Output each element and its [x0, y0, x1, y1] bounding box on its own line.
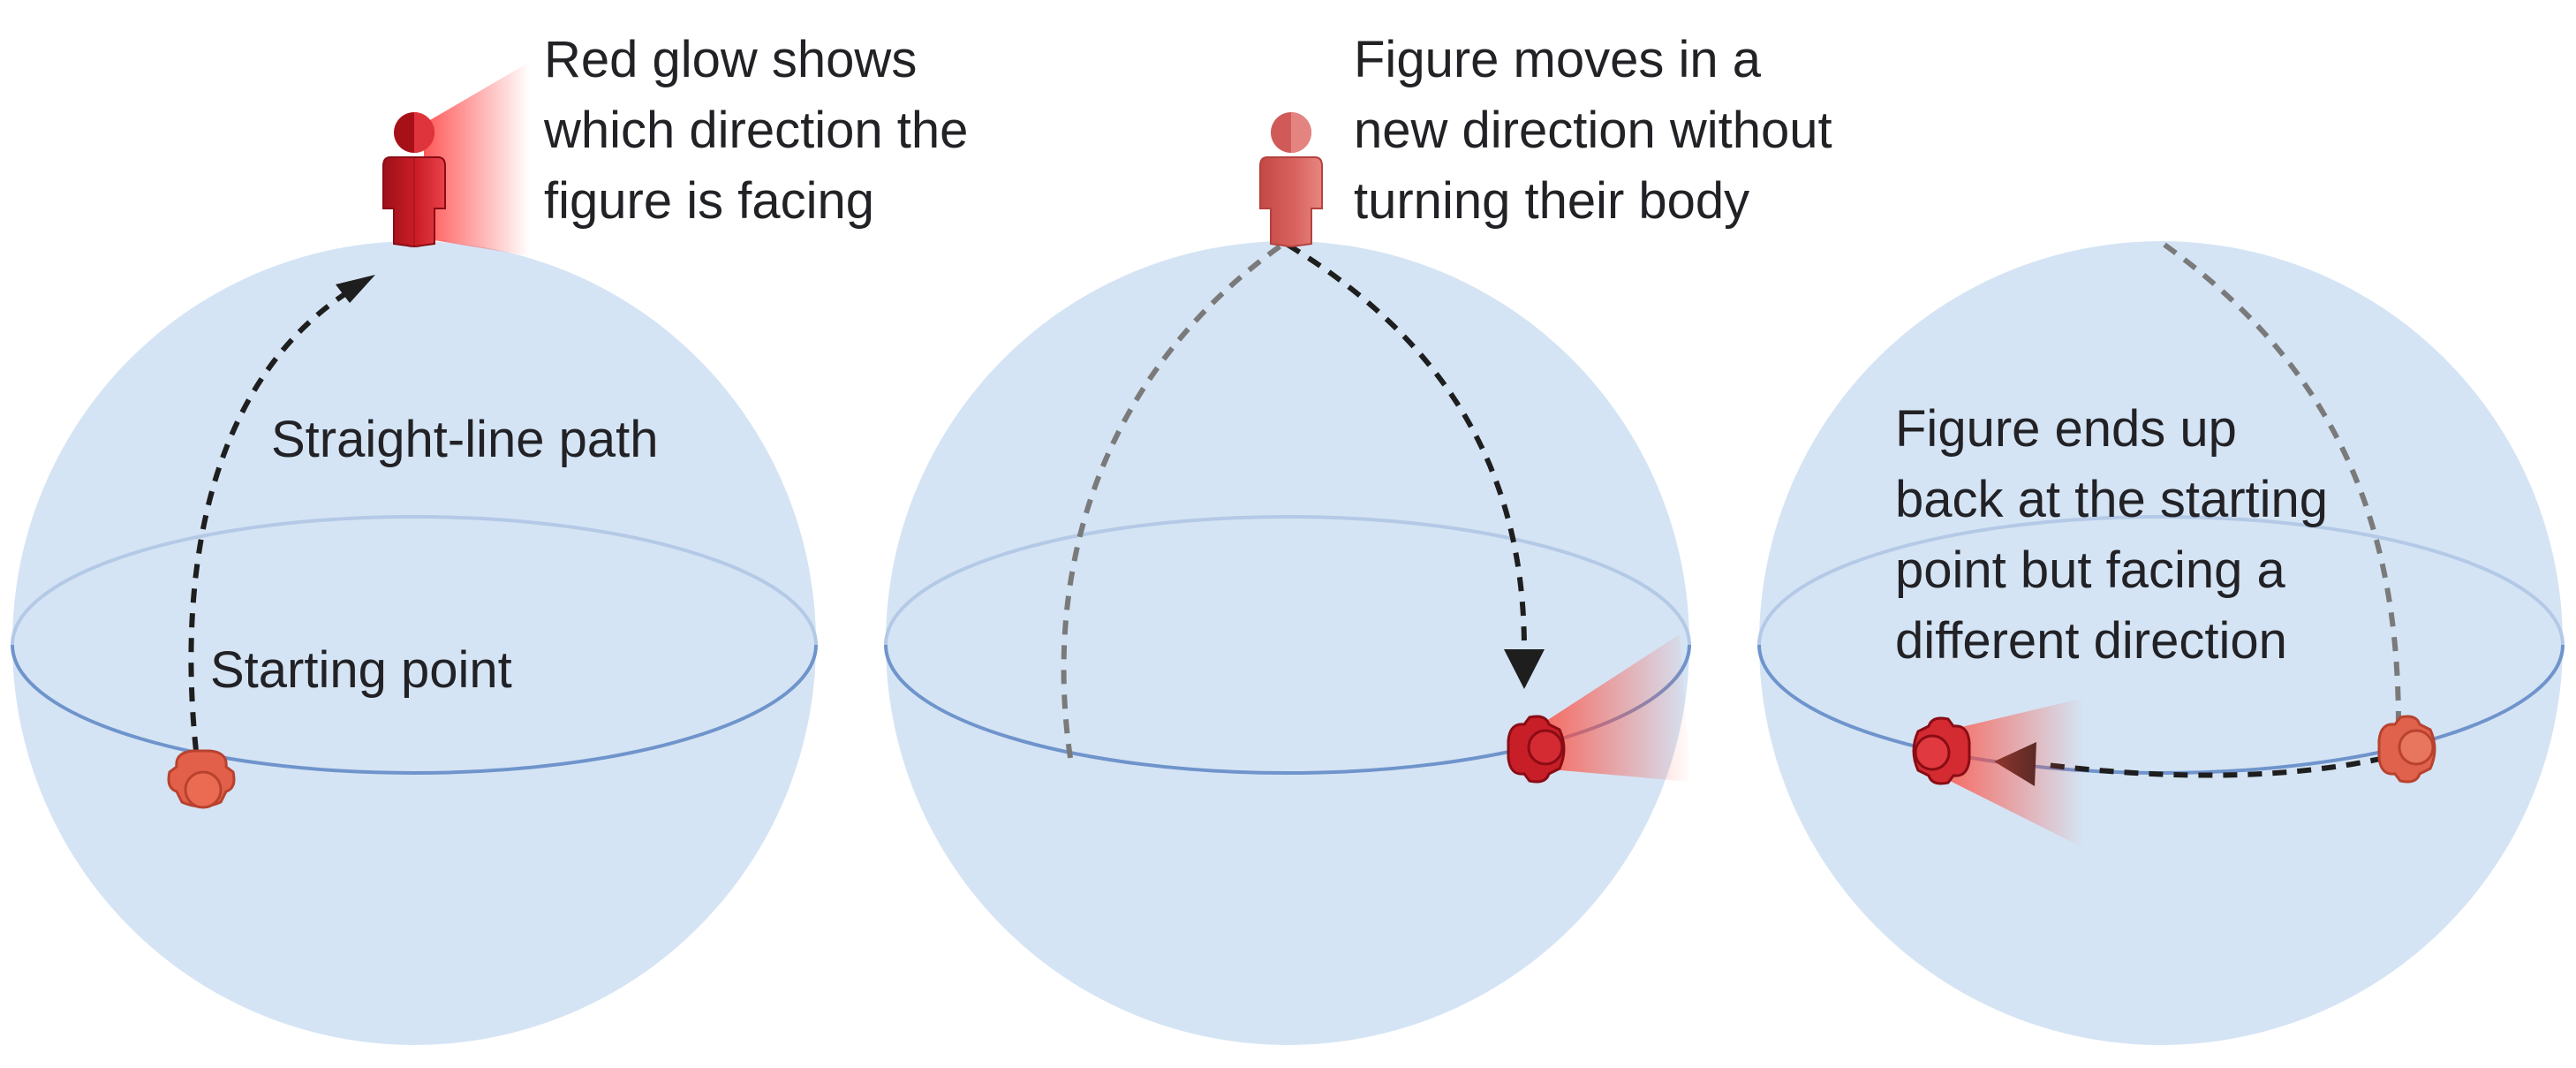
- annotation-line: turning their body: [1354, 172, 1750, 230]
- sphere: [12, 241, 816, 1045]
- sphere: [886, 241, 1689, 1045]
- equator-back: [1757, 515, 2565, 646]
- panel-3-annotation: Figure ends up back at the starting poin…: [1895, 394, 2328, 677]
- arrowhead-icon: [1504, 649, 1545, 689]
- panel-1: [11, 62, 818, 1045]
- person-top-view-icon: [1507, 715, 1566, 784]
- panel-2: [884, 112, 1691, 1045]
- facing-glow: [1943, 698, 2084, 848]
- annotation-line: point but facing a: [1895, 542, 2285, 599]
- previous-path: [2163, 242, 2401, 725]
- person-top-view-icon: [167, 749, 236, 809]
- panel-2-annotation: Figure moves in a new direction without …: [1354, 25, 1832, 237]
- annotation-line: Figure ends up: [1895, 400, 2237, 458]
- annotation-line: Red glow shows: [544, 31, 918, 88]
- annotation-line: different direction: [1895, 612, 2287, 670]
- sphere: [1759, 241, 2563, 1045]
- person-top-view-icon: [1912, 716, 1971, 785]
- arrowhead-icon: [336, 275, 375, 303]
- person-top-view-icon: [2377, 715, 2436, 784]
- annotation-line: new direction without: [1354, 102, 1832, 159]
- annotation-line: figure is facing: [544, 172, 874, 230]
- starting-point-label: Starting point: [210, 641, 512, 699]
- equator-front: [11, 644, 818, 775]
- new-path: [1286, 242, 1527, 650]
- return-path: [2039, 755, 2385, 778]
- panel-3: [1757, 241, 2565, 1045]
- annotation-line: which direction the: [544, 102, 969, 159]
- annotation-line: Figure moves in a: [1354, 31, 1761, 88]
- person-figure-icon: [382, 112, 446, 247]
- equator-back: [884, 515, 1691, 646]
- panel-1-annotation: Red glow shows which direction the figur…: [544, 25, 968, 237]
- annotation-line: back at the starting: [1895, 471, 2329, 528]
- previous-path: [1061, 242, 1284, 759]
- straight-line-path: [188, 289, 351, 752]
- path-label: Straight-line path: [271, 411, 659, 468]
- facing-glow: [424, 62, 530, 256]
- equator-back: [11, 515, 818, 646]
- person-figure-icon: [1259, 112, 1323, 247]
- facing-glow: [1541, 634, 1691, 782]
